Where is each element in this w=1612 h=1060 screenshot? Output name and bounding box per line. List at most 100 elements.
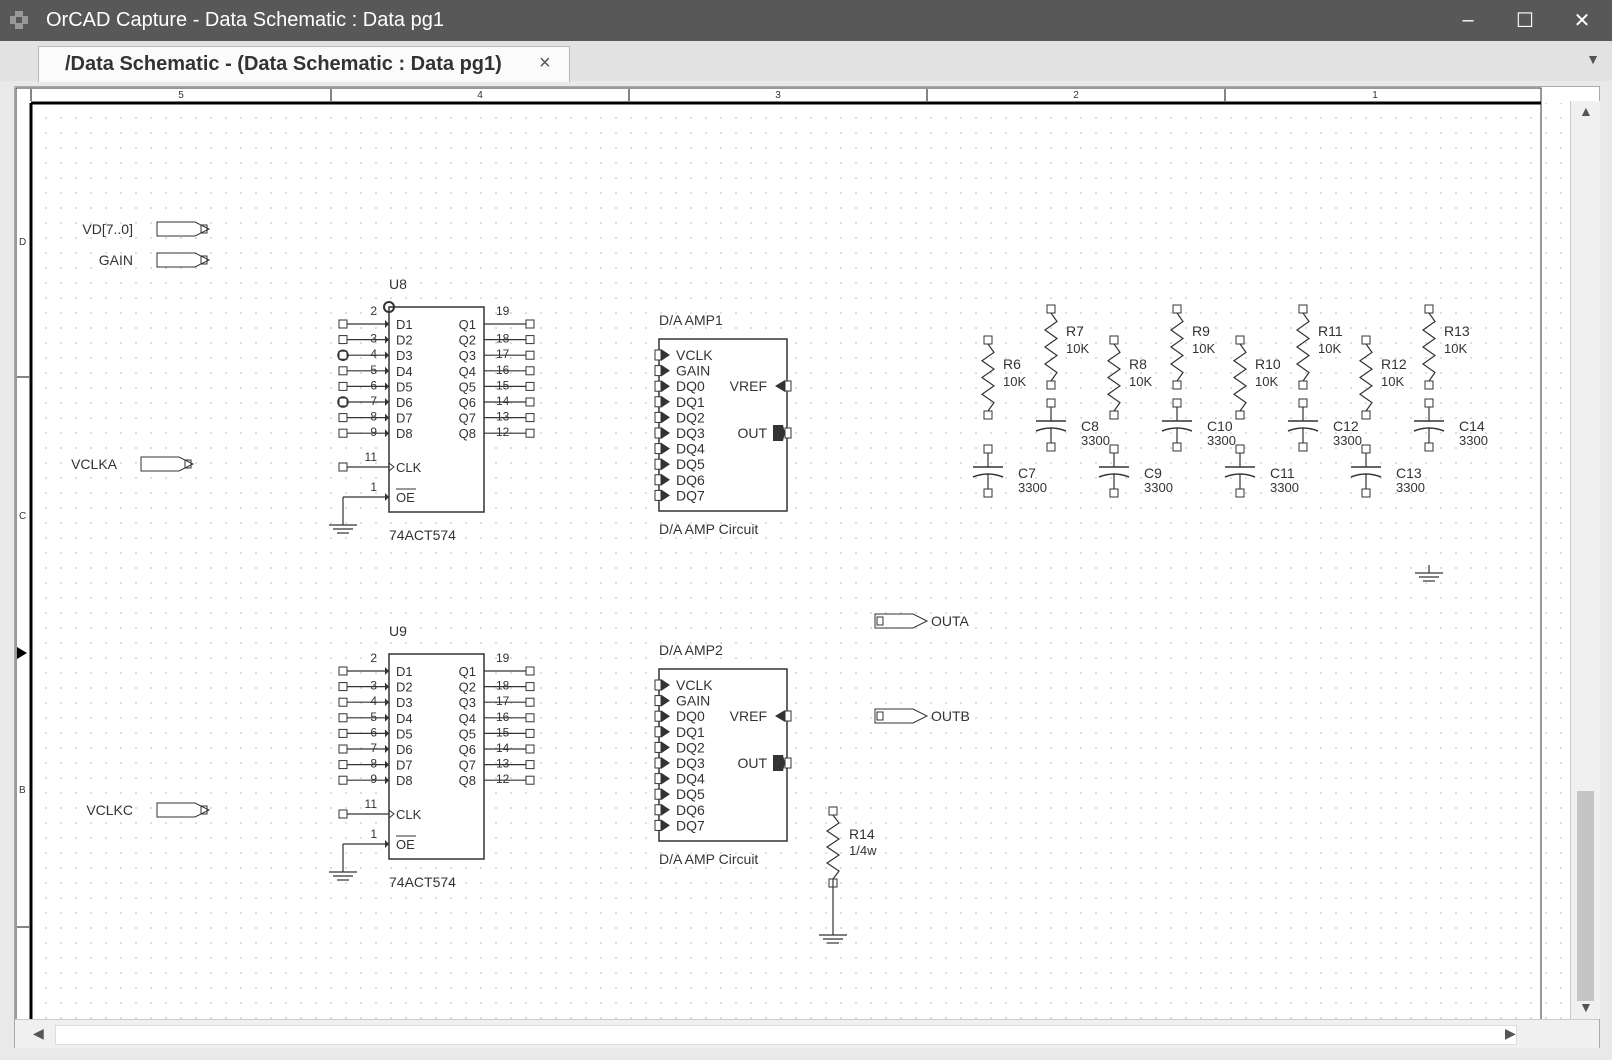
capacitor-ref: C12 (1333, 418, 1359, 434)
pin-end-icon (1172, 304, 1182, 314)
capacitor-value: 3300 (1459, 433, 1488, 448)
scroll-right-icon[interactable]: ▶ (1505, 1025, 1516, 1041)
pin-end-icon (525, 744, 535, 754)
part-value: D/A AMP Circuit (659, 521, 758, 537)
pin-end-icon (983, 410, 993, 420)
pin-end-icon (338, 775, 348, 785)
port-label: GAIN (99, 252, 133, 268)
port-outa[interactable]: OUTA (874, 613, 970, 629)
pin-number: 7 (370, 741, 377, 755)
pin-end-icon (1298, 398, 1308, 408)
capacitor-ref: C13 (1396, 465, 1422, 481)
pin-arrow-icon (773, 425, 785, 441)
port-vclka[interactable]: VCLKA (71, 456, 195, 472)
close-window-button[interactable]: ✕ (1573, 10, 1591, 32)
scroll-left-icon[interactable]: ◀ (33, 1025, 44, 1041)
pin-number: 7 (370, 394, 377, 408)
tab-close-icon[interactable]: × (539, 52, 551, 74)
minimize-button[interactable]: – (1462, 9, 1474, 31)
pin-name: D1 (396, 664, 413, 679)
da-amp2-block[interactable]: D/A AMP2VCLKGAINDQ0DQ1DQ2DQ3DQ4DQ5DQ6DQ7… (654, 642, 792, 867)
pin-name: DQ1 (676, 724, 705, 740)
pin-name: D3 (396, 695, 413, 710)
pin-arrow-icon (385, 682, 389, 691)
pin-end-icon (983, 488, 993, 498)
pin-arrow-icon (385, 729, 389, 738)
port-label: VD[7..0] (82, 221, 133, 237)
pin-end-icon (654, 679, 662, 691)
capacitor-ref: C9 (1144, 465, 1162, 481)
tab-data-schematic[interactable]: /Data Schematic - (Data Schematic : Data… (38, 46, 570, 82)
pin-arrow-icon (661, 757, 670, 769)
port-vclkc[interactable]: VCLKC (86, 802, 211, 818)
pin-arrow-icon (661, 458, 670, 471)
pin-end-icon (654, 474, 662, 486)
pin-number: 18 (496, 332, 510, 346)
pin-name: DQ2 (676, 739, 705, 755)
pin-number: 5 (370, 710, 377, 724)
part-body (388, 306, 485, 513)
capacitor-value: 3300 (1270, 480, 1299, 495)
pin-arrow-icon (385, 776, 389, 785)
pin-name: Q1 (459, 664, 476, 679)
scroll-down-icon[interactable]: ▼ (1579, 999, 1593, 1015)
port-shape (874, 708, 929, 724)
horizontal-scroll-thumb[interactable] (55, 1025, 1517, 1045)
pin-end-icon (338, 462, 348, 472)
resistor-value: 10K (1444, 341, 1467, 356)
pin-end-icon (654, 773, 662, 785)
vertical-scrollbar[interactable]: ▲ ▼ (1570, 101, 1600, 1019)
pin-end-icon (1361, 488, 1371, 498)
port-vd[interactable]: VD[7..0] (82, 221, 211, 237)
pin-arrow-icon (661, 364, 670, 377)
pin-end-icon (338, 728, 348, 738)
pin-name: Q3 (459, 348, 476, 363)
pin-arrow-icon (385, 320, 389, 328)
scroll-up-icon[interactable]: ▲ (1579, 103, 1593, 119)
pin-arrow-icon (385, 698, 389, 707)
pin-name: DQ0 (676, 378, 705, 394)
pin-arrow-icon (385, 840, 389, 848)
tab-list-dropdown-icon[interactable]: ▼ (1586, 51, 1600, 67)
port-outb[interactable]: OUTB (874, 708, 970, 724)
part-value: 74ACT574 (389, 874, 456, 890)
pin-end-icon (525, 366, 535, 376)
maximize-button[interactable]: ☐ (1516, 10, 1534, 32)
vertical-scroll-thumb[interactable] (1577, 791, 1594, 1001)
pin-number: 2 (370, 304, 377, 318)
pin-arrow-icon (661, 819, 670, 832)
pin-name: DQ7 (676, 487, 705, 503)
pin-arrow-icon (775, 710, 785, 722)
resistor-ref: R6 (1003, 356, 1021, 372)
pin-end-icon (1046, 398, 1056, 408)
port-gain[interactable]: GAIN (99, 252, 211, 268)
da-amp1-block[interactable]: D/A AMP1VCLKGAINDQ0DQ1DQ2DQ3DQ4DQ5DQ6DQ7… (654, 312, 792, 537)
ruler-row-label: B (19, 785, 26, 796)
pin-number: 1 (370, 480, 377, 494)
pin-arrow-icon (385, 745, 389, 753)
pin-end-icon (654, 804, 662, 816)
horizontal-scrollbar[interactable]: ◀ ▶ (15, 1019, 1599, 1048)
pin-number: 11 (365, 797, 378, 811)
resistor-value: 1/4w (849, 843, 877, 858)
